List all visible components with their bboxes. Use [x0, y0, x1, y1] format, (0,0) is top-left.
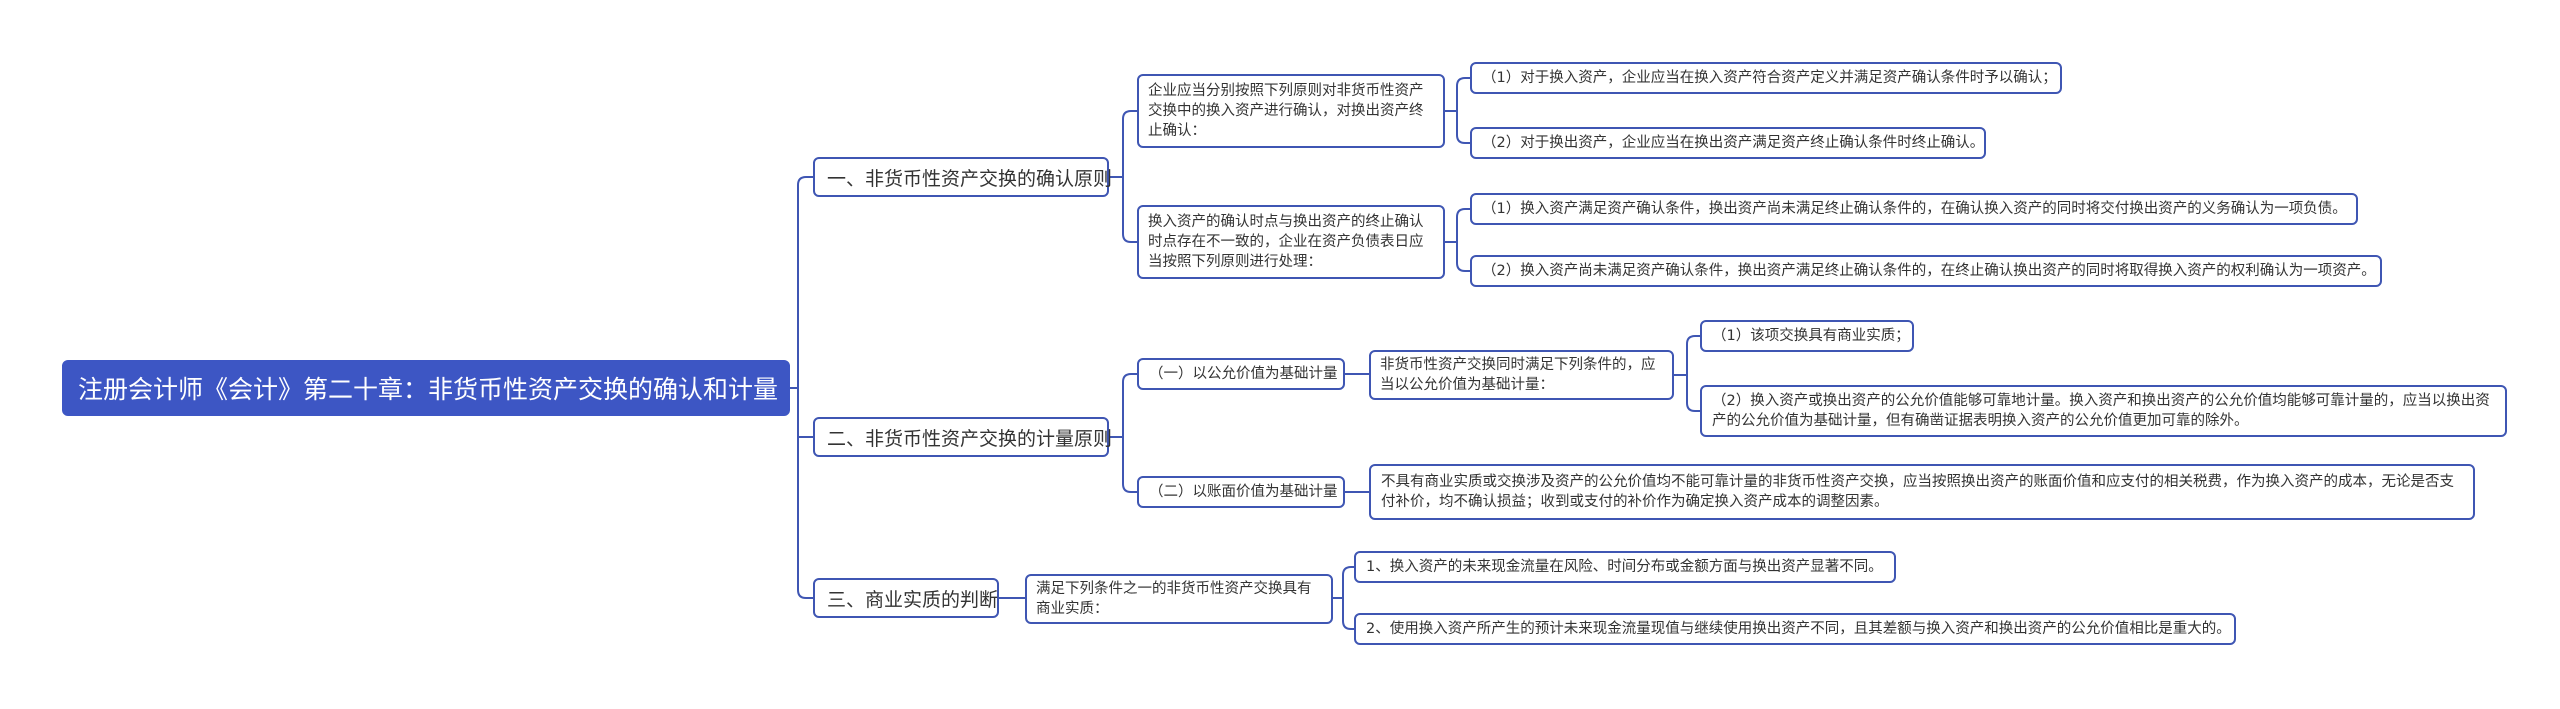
connector-branch [797, 589, 813, 599]
recognition-rule-node[interactable]: 企业应当分别按照下列原则对非货币性资产交换中的换入资产进行确认，对换出资产终止确… [1137, 74, 1445, 148]
substance-item-node[interactable]: 2、使用换入资产所产生的预计未来现金流量现值与继续使用换出资产不同，且其差额与换… [1354, 613, 2236, 645]
substance-item-text: 1、换入资产的未来现金流量在风险、时间分布或金额方面与换出资产显著不同。 [1366, 559, 1883, 575]
substance-item-node[interactable]: 1、换入资产的未来现金流量在风险、时间分布或金额方面与换出资产显著不同。 [1354, 551, 1896, 583]
connector-branch [1456, 134, 1470, 144]
timing-item-text: （2）换入资产尚未满足资产确认条件，换出资产满足终止确认条件的，在终止确认换出资… [1482, 263, 2376, 279]
substance-condition-node[interactable]: 满足下列条件之一的非货币性资产交换具有商业实质： [1025, 574, 1333, 624]
branch-title: 一、非货币性资产交换的确认原则 [827, 167, 1113, 190]
connector-branch [1122, 233, 1137, 243]
fair-value-basis-label: （一）以公允价值为基础计量 [1149, 366, 1338, 382]
recognition-item-node[interactable]: （1）对于换入资产，企业应当在换入资产符合资产定义并满足资产确认条件时予以确认； [1470, 62, 2062, 94]
branch-title: 三、商业实质的判断 [827, 588, 999, 611]
fair-value-item-text: （2）换入资产或换出资产的公允价值能够可靠地计量。换入资产和换出资产的公允价值均… [1712, 393, 2490, 429]
recognition-item-text: （2）对于换出资产，企业应当在换出资产满足资产终止确认条件时终止确认。 [1482, 135, 1985, 151]
fair-value-basis-node[interactable]: （一）以公允价值为基础计量 [1137, 358, 1345, 390]
connector-branch [1456, 262, 1470, 272]
fair-value-item-node[interactable]: （2）换入资产或换出资产的公允价值能够可靠地计量。换入资产和换出资产的公允价值均… [1700, 385, 2507, 437]
connector-branch [797, 176, 813, 186]
timing-item-node[interactable]: （1）换入资产满足资产确认条件，换出资产尚未满足终止确认条件的，在确认换入资产的… [1470, 193, 2358, 225]
branch-commercial-substance[interactable]: 三、商业实质的判断 [813, 578, 999, 618]
fair-value-condition-node[interactable]: 非货币性资产交换同时满足下列条件的，应当以公允价值为基础计量： [1369, 350, 1674, 400]
connector-branch [1122, 483, 1137, 493]
connector-branch [1686, 402, 1700, 412]
book-value-detail-node[interactable]: 不具有商业实质或交换涉及资产的公允价值均不能可靠计量的非货币性资产交换，应当按照… [1369, 464, 2475, 520]
recognition-rule-text: 企业应当分别按照下列原则对非货币性资产交换中的换入资产进行确认，对换出资产终止确… [1148, 83, 1424, 139]
timing-mismatch-node[interactable]: 换入资产的确认时点与换出资产的终止确认时点存在不一致的，企业在资产负债表日应当按… [1137, 205, 1445, 279]
branch-title: 二、非货币性资产交换的计量原则 [827, 427, 1113, 450]
connector-branch [1342, 566, 1354, 576]
timing-item-node[interactable]: （2）换入资产尚未满足资产确认条件，换出资产满足终止确认条件的，在终止确认换出资… [1470, 255, 2382, 287]
recognition-item-text: （1）对于换入资产，企业应当在换入资产符合资产定义并满足资产确认条件时予以确认； [1482, 70, 2057, 86]
branch-recognition-principles[interactable]: 一、非货币性资产交换的确认原则 [813, 157, 1113, 197]
timing-mismatch-text: 换入资产的确认时点与换出资产的终止确认时点存在不一致的，企业在资产负债表日应当按… [1148, 214, 1424, 270]
book-value-basis-node[interactable]: （二）以账面价值为基础计量 [1137, 476, 1345, 508]
root-topic[interactable]: 注册会计师《会计》第二十章：非货币性资产交换的确认和计量 [62, 360, 790, 416]
connector-branch [1456, 77, 1470, 87]
root-title: 注册会计师《会计》第二十章：非货币性资产交换的确认和计量 [78, 375, 779, 404]
substance-condition-text: 满足下列条件之一的非货币性资产交换具有商业实质： [1036, 581, 1312, 617]
timing-item-text: （1）换入资产满足资产确认条件，换出资产尚未满足终止确认条件的，在确认换入资产的… [1482, 201, 2347, 217]
recognition-item-node[interactable]: （2）对于换出资产，企业应当在换出资产满足资产终止确认条件时终止确认。 [1470, 127, 1986, 159]
connector-branch [1686, 335, 1700, 345]
fair-value-item-node[interactable]: （1）该项交换具有商业实质； [1700, 320, 1914, 352]
connector-branch [1122, 110, 1137, 120]
connector-branch [1342, 620, 1354, 630]
substance-item-text: 2、使用换入资产所产生的预计未来现金流量现值与继续使用换出资产不同，且其差额与换… [1366, 621, 2231, 637]
branch-measurement-principles[interactable]: 二、非货币性资产交换的计量原则 [813, 417, 1113, 457]
book-value-detail-text: 不具有商业实质或交换涉及资产的公允价值均不能可靠计量的非货币性资产交换，应当按照… [1381, 474, 2454, 510]
fair-value-condition-text: 非货币性资产交换同时满足下列条件的，应当以公允价值为基础计量： [1380, 357, 1656, 393]
connector-branch [1456, 208, 1470, 218]
connector-branch [1122, 373, 1137, 383]
fair-value-item-text: （1）该项交换具有商业实质； [1712, 328, 1910, 344]
book-value-basis-label: （二）以账面价值为基础计量 [1149, 484, 1338, 500]
